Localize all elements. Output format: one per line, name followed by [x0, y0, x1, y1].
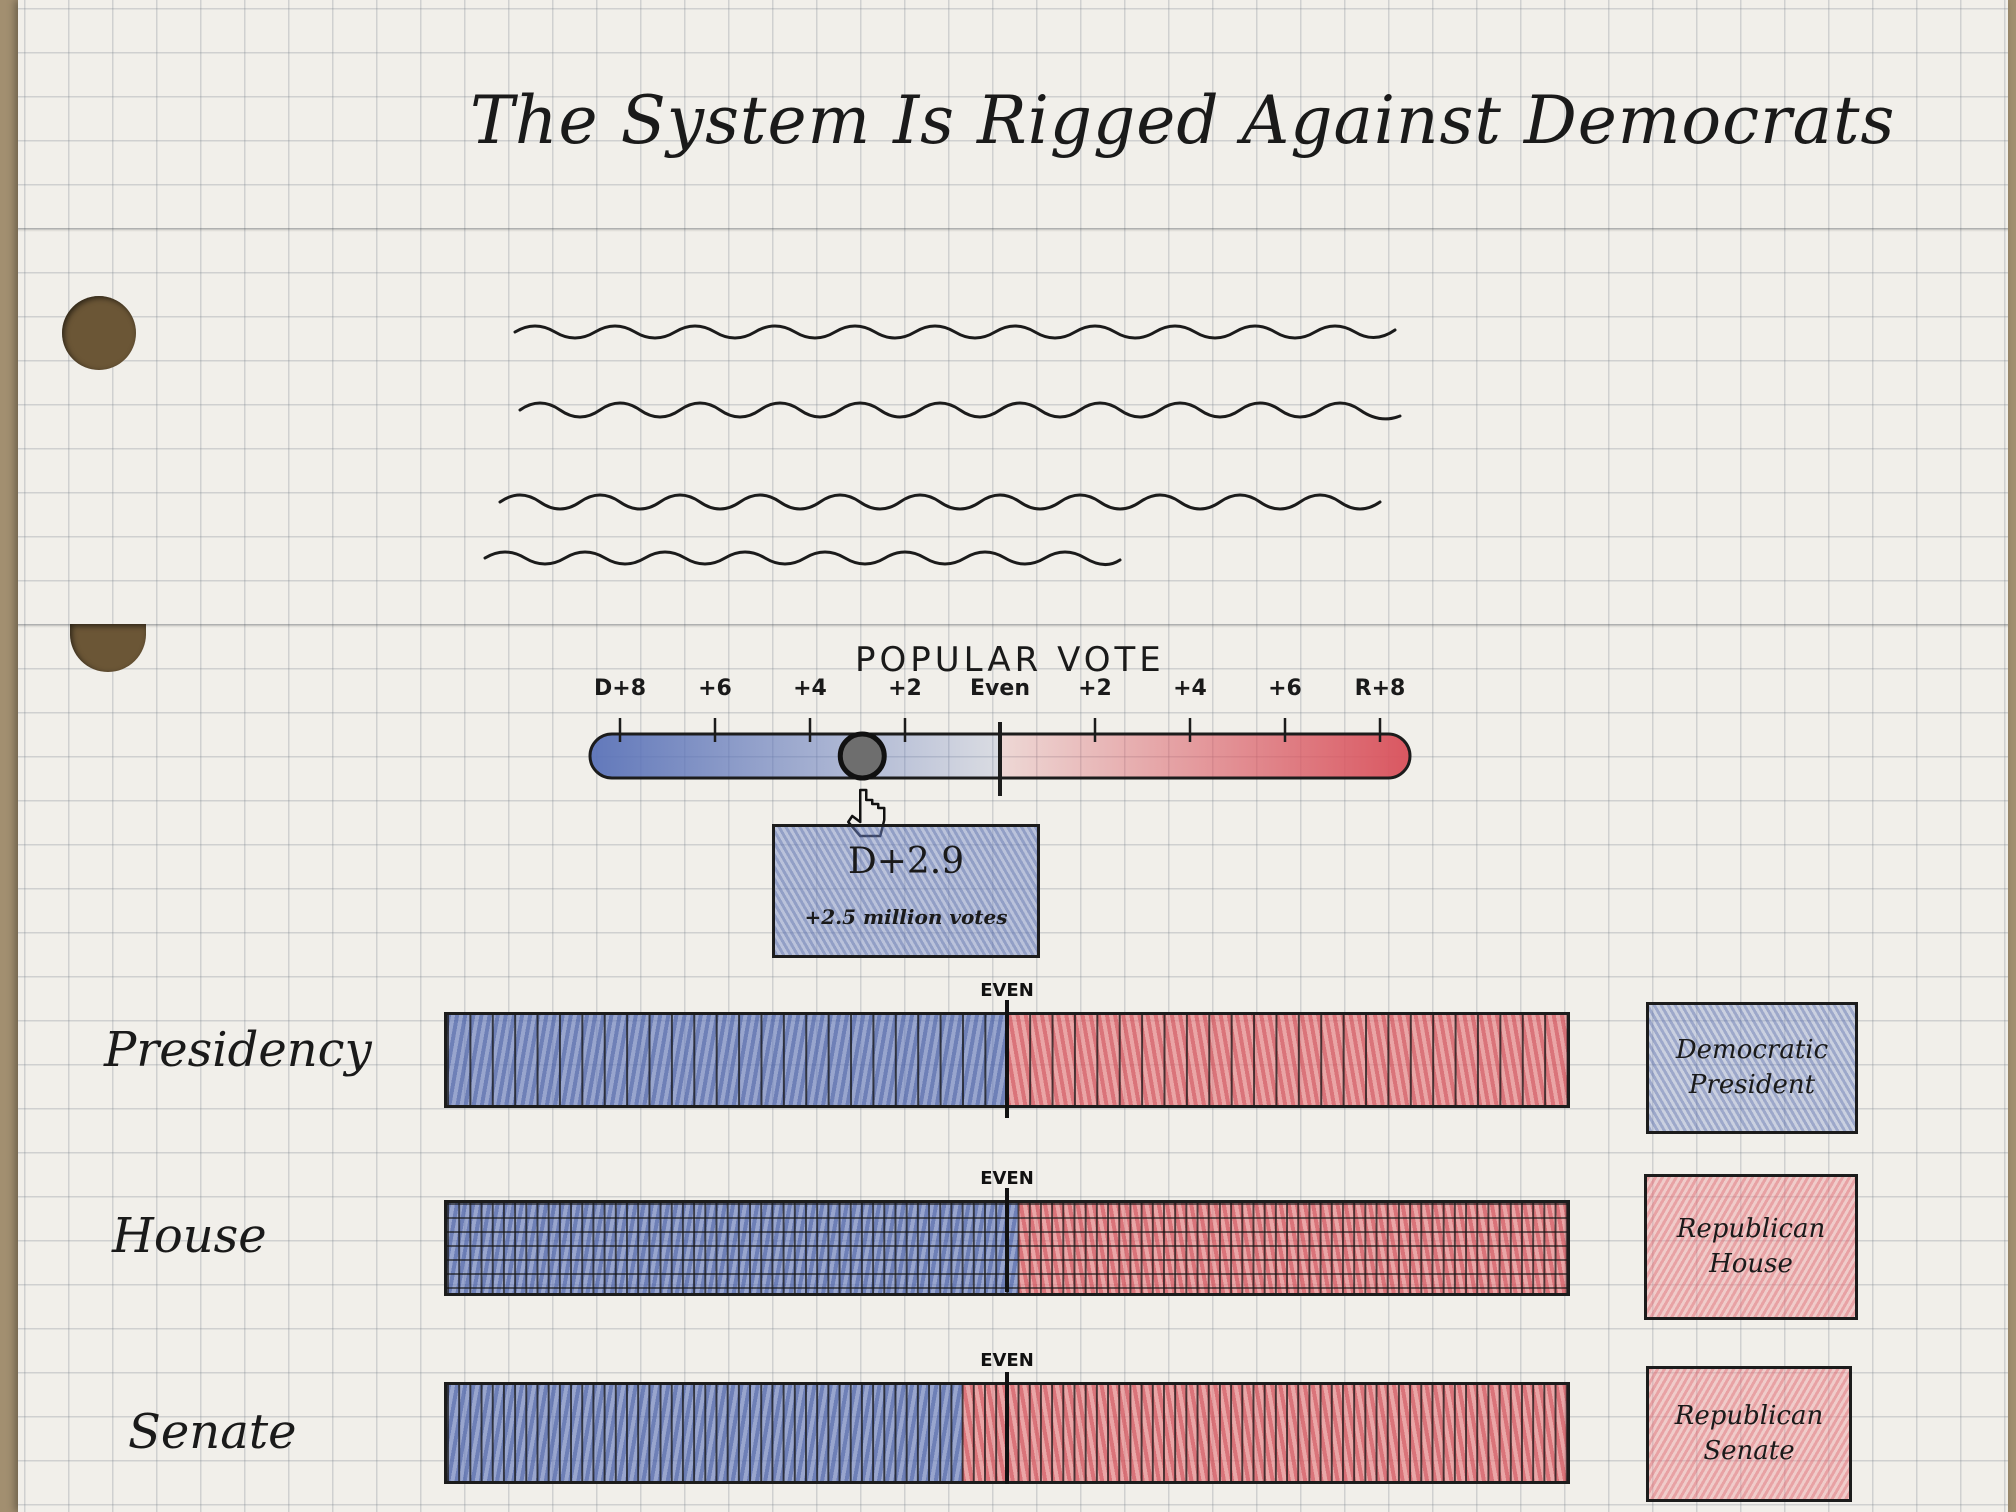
popular-vote-title: POPULAR VOTE [855, 640, 1165, 680]
fold-line [18, 624, 2008, 628]
squiggle-line [518, 401, 1402, 421]
row-label-presidency: Presidency [104, 1022, 372, 1078]
fold-line [18, 228, 2008, 232]
punch-hole [62, 296, 136, 370]
tick-label: R+8 [1354, 676, 1406, 701]
squiggle-line [483, 550, 1122, 566]
even-label: EVEN [980, 1168, 1034, 1189]
squiggle-line [513, 324, 1397, 340]
popular-vote-slider[interactable] [580, 680, 1420, 840]
placeholder-text-lines [483, 324, 1402, 566]
even-marker [1005, 1000, 1009, 1118]
tick-label: +4 [1173, 676, 1207, 701]
even-marker [1005, 1372, 1009, 1484]
even-label: EVEN [980, 980, 1034, 1001]
squiggle-line [498, 493, 1382, 511]
senate-result-box: Republican Senate [1646, 1366, 1852, 1502]
slider-handle [837, 731, 887, 781]
even-label: EVEN [980, 1350, 1034, 1371]
tick-label: +2 [888, 676, 922, 701]
row-label-senate: Senate [128, 1404, 297, 1460]
tooltip-margin: D+2.9 [847, 841, 965, 882]
popular-vote-tooltip: D+2.9 +2.5 million votes [772, 824, 1040, 958]
tick-label: +6 [698, 676, 732, 701]
tooltip-votes: +2.5 million votes [804, 905, 1008, 929]
tick-label: +2 [1078, 676, 1112, 701]
tick-label: +4 [793, 676, 827, 701]
page-title: The System Is Rigged Against Democrats [470, 82, 1896, 159]
tick-label: +6 [1268, 676, 1302, 701]
row-label-house: House [112, 1208, 267, 1264]
house-result-box: Republican House [1644, 1174, 1858, 1320]
even-marker [1005, 1188, 1009, 1292]
presidency-result-box: Democratic President [1646, 1002, 1858, 1134]
tick-label: D+8 [593, 676, 647, 701]
tick-label: Even [970, 676, 1030, 701]
